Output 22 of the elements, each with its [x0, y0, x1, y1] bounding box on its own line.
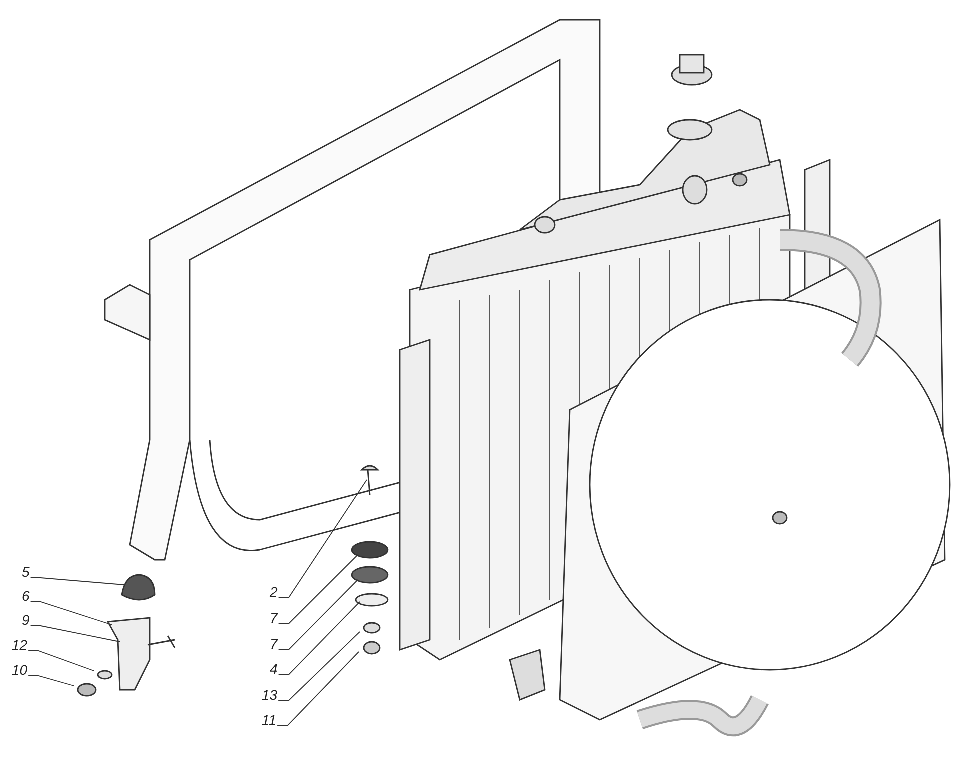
leader-line: [30, 602, 112, 626]
leader-line: [278, 480, 368, 598]
callout-number: 10: [12, 662, 28, 678]
leader-line: [30, 578, 124, 586]
callout-number: 5: [22, 564, 30, 580]
callout-number: 7: [270, 610, 278, 626]
callout-number: 4: [270, 661, 278, 677]
leader-line: [278, 632, 360, 702]
callout-number: 12: [12, 637, 28, 653]
leader-line: [30, 626, 120, 642]
callout-number: 2: [270, 584, 278, 600]
callout-number: 13: [262, 687, 278, 703]
leader-line: [277, 652, 360, 726]
leader-line: [278, 554, 358, 624]
leader-line: [278, 580, 358, 650]
callout-number: 11: [262, 712, 277, 728]
leader-line: [28, 650, 94, 672]
leader-line: [278, 602, 360, 676]
callout-number: 9: [22, 612, 30, 628]
callout-number: 7: [270, 636, 278, 652]
callout-number: 6: [22, 588, 30, 604]
leader-line: [28, 676, 74, 686]
